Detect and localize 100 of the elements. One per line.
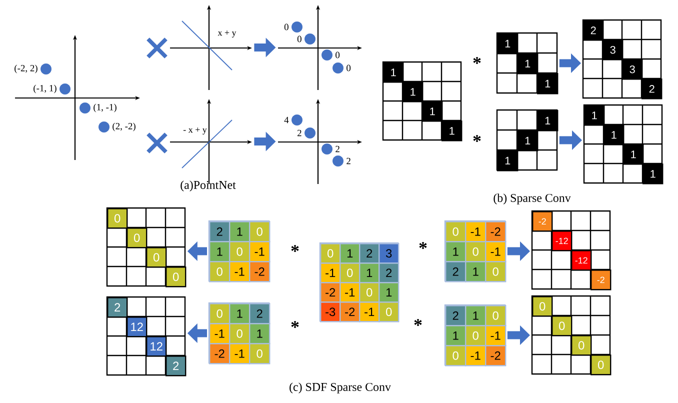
- matrix-cell: 0: [209, 261, 230, 282]
- matrix-cell: -2: [590, 270, 612, 290]
- matrix-cell: 0: [571, 335, 592, 356]
- asterisk: *: [414, 319, 422, 326]
- matrix-cell: 1: [422, 101, 443, 122]
- point-label: 0: [284, 24, 288, 30]
- matrix-cell: 2: [445, 261, 466, 282]
- matrix-cell: 2: [166, 356, 186, 376]
- matrix-cell: 0: [340, 262, 360, 284]
- matrix-cell: 0: [229, 241, 250, 262]
- matrix-cell: 12: [146, 336, 167, 357]
- caption: (c) SDF Sparse Conv: [290, 382, 391, 394]
- matrix-cell: 1: [229, 221, 250, 242]
- matrix-cell: 1: [249, 323, 270, 344]
- matrix-cell: 0: [532, 296, 553, 317]
- matrix-cell: -2: [532, 211, 553, 232]
- matrix-cell: 0: [552, 316, 572, 336]
- point-label: (1, -1): [94, 104, 116, 112]
- matrix-cell: 2: [445, 305, 466, 326]
- matrix-cell: 0: [209, 303, 230, 324]
- matrix-cell: 1: [465, 305, 486, 326]
- matrix-cell: 0: [378, 302, 400, 322]
- matrix-cell: 0: [146, 247, 167, 268]
- matrix-cell: -1: [209, 323, 230, 344]
- matrix-cell: 1: [537, 110, 558, 132]
- matrix-cell: 0: [359, 282, 380, 303]
- caption: (a)PointNet: [180, 180, 236, 192]
- matrix-cell: -1: [485, 241, 506, 262]
- matrix-cell: 0: [107, 208, 128, 229]
- matrix-cell: 1: [383, 62, 404, 83]
- matrix-cell: 1: [402, 82, 424, 102]
- matrix-cell: 0: [445, 221, 466, 242]
- matrix-cell: 0: [485, 305, 506, 326]
- matrix-cell: 1: [465, 261, 486, 282]
- matrix-cell: 0: [249, 343, 270, 364]
- matrix-cell: 1: [229, 303, 250, 324]
- asterisk: *: [291, 245, 299, 252]
- matrix-cell: -1: [465, 345, 486, 366]
- point-label: 2: [336, 146, 340, 152]
- equation-label: x + y: [218, 30, 236, 38]
- matrix-cell: 1: [584, 105, 605, 126]
- matrix-cell: 0: [445, 345, 466, 366]
- matrix-cell: 1: [642, 164, 664, 184]
- matrix-cell: 0: [126, 228, 148, 248]
- asterisk: *: [419, 242, 427, 249]
- point-label: 4: [284, 116, 289, 124]
- caption: (b) Sparse Conv: [494, 194, 571, 204]
- matrix-cell: 0: [166, 266, 186, 288]
- matrix-cell: 1: [378, 282, 400, 303]
- matrix-cell: -1: [249, 241, 270, 262]
- matrix-cell: 1: [517, 53, 538, 74]
- asterisk: *: [473, 57, 481, 64]
- matrix-cell: -2: [320, 282, 341, 303]
- matrix-cell: 3: [378, 243, 400, 264]
- point-label: (-2, 2): [14, 64, 38, 74]
- matrix-cell: 0: [485, 261, 506, 282]
- point-label: (-1, 1): [34, 84, 56, 94]
- matrix-cell: 0: [590, 354, 612, 376]
- matrix-cell: -1: [485, 325, 506, 346]
- matrix-cell: -1: [320, 262, 341, 284]
- point-label: 0: [346, 64, 351, 72]
- matrix-cell: 1: [445, 241, 466, 262]
- asterisk: *: [291, 321, 299, 328]
- matrix-cell: 3: [622, 59, 643, 80]
- matrix-cell: 1: [497, 150, 518, 172]
- matrix-cell: -1: [229, 343, 250, 364]
- matrix-cell: -2: [485, 221, 506, 242]
- matrix-cell: -12: [552, 230, 572, 252]
- matrix-cell: -1: [465, 221, 486, 242]
- point-label: (2, -2): [112, 122, 136, 132]
- equation-label: - x + y: [183, 128, 207, 134]
- matrix-cell: 2: [642, 78, 662, 100]
- matrix-cell: 1: [537, 73, 558, 94]
- matrix-cell: -1: [229, 261, 250, 282]
- matrix-cell: -2: [209, 343, 230, 364]
- matrix-cell: -2: [249, 261, 270, 282]
- matrix-cell: -1: [340, 282, 360, 303]
- matrix-cell: 2: [249, 303, 270, 324]
- point-label: 0: [336, 52, 340, 58]
- matrix-cell: 12: [126, 316, 148, 338]
- matrix-cell: 2: [583, 20, 604, 41]
- matrix-cell: 0: [465, 241, 486, 262]
- matrix-cell: 1: [517, 130, 538, 152]
- matrix-cell: 0: [249, 221, 270, 242]
- point-label: 0: [297, 36, 302, 42]
- matrix-cell: -2: [485, 345, 506, 366]
- matrix-cell: 2: [359, 243, 380, 264]
- matrix-cell: -2: [340, 302, 360, 322]
- matrix-cell: 0: [229, 323, 250, 344]
- matrix-cell: 1: [442, 120, 462, 142]
- matrix-cell: -1: [359, 302, 380, 322]
- point-label: 2: [298, 130, 302, 136]
- matrix-cell: 2: [107, 297, 128, 318]
- matrix-cell: 2: [209, 221, 230, 242]
- asterisk: *: [473, 135, 481, 142]
- matrix-cell: 2: [378, 262, 400, 284]
- matrix-cell: 3: [602, 40, 624, 60]
- matrix-cell: 1: [359, 262, 380, 284]
- matrix-cell: 1: [623, 144, 644, 165]
- matrix-cell: -3: [320, 302, 341, 322]
